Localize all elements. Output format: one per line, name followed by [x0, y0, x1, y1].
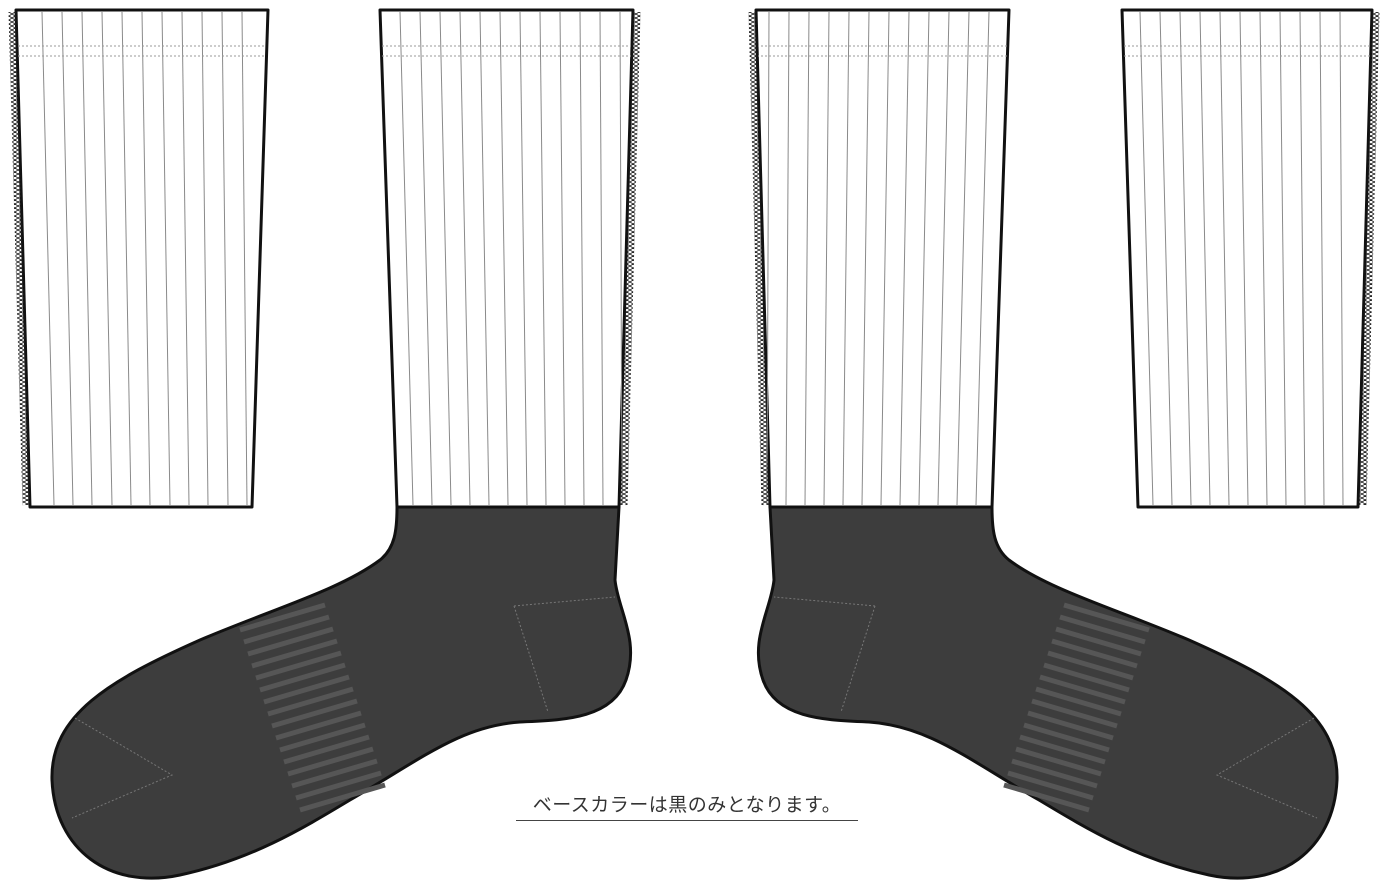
right-arch-stripes — [1003, 602, 1150, 813]
base-color-note: ベースカラーは黒のみとなります。 — [516, 790, 858, 821]
right-sock-profile — [748, 8, 1339, 880]
left-arch-stripes — [239, 602, 386, 813]
right-back-panel — [1120, 8, 1380, 509]
left-back-panel — [8, 8, 270, 509]
left-sock-profile — [50, 8, 641, 880]
